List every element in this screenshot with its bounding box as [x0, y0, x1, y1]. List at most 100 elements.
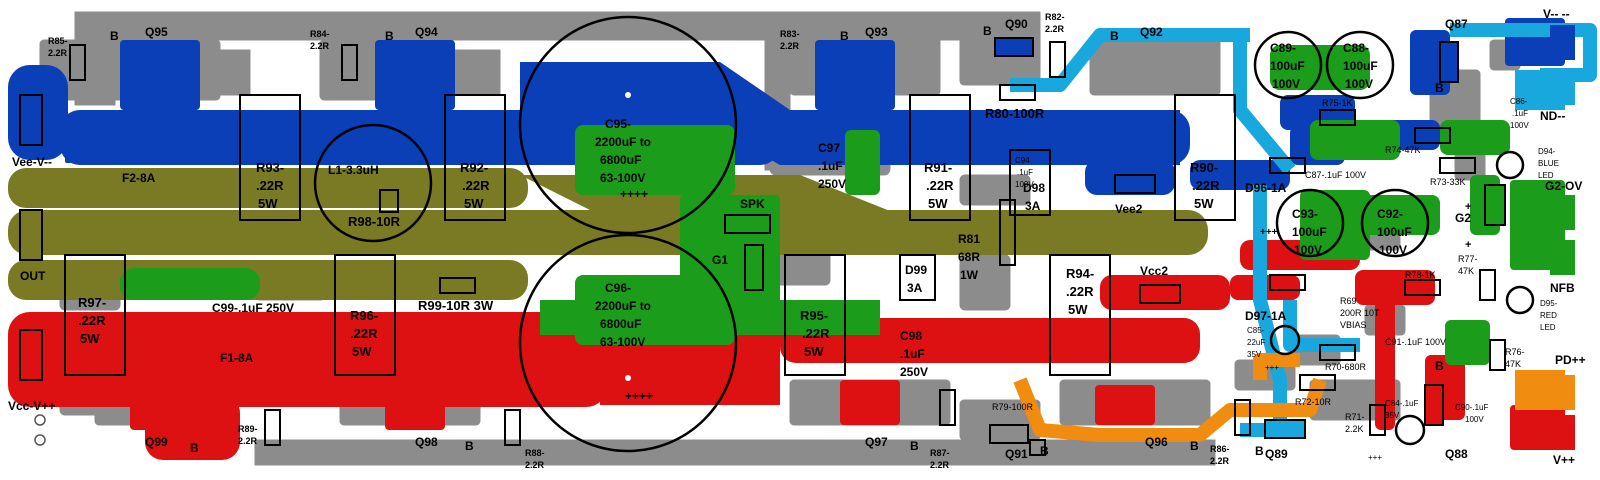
label-r91-a: R91-	[924, 160, 952, 175]
label-r77-a: R77-	[1458, 254, 1478, 264]
label-c89-a: C89-	[1270, 41, 1296, 55]
label-d98-b: 3A	[1025, 199, 1041, 213]
label-c96-b: 2200uF to	[595, 299, 651, 313]
label-r89-b: 2.2R	[238, 436, 258, 446]
label-r97-b: .22R	[78, 313, 106, 328]
label-c94-b: .1uF	[1017, 168, 1033, 177]
label-b-q99: B	[190, 441, 199, 455]
label-c96-a: C96-	[605, 281, 631, 295]
label-r79: R79-100R	[992, 402, 1034, 412]
label-b-q89: B	[1255, 444, 1264, 458]
label-r69-a: R69	[1340, 296, 1357, 306]
big-capacitors	[34, 15, 1535, 453]
label-d95-a: D95-	[1540, 299, 1558, 308]
label-r70: R70-680R	[1325, 362, 1367, 372]
label-c95-d: 63-100V	[600, 171, 645, 185]
orange-traces	[1013, 353, 1327, 442]
label-b-q87: B	[1435, 81, 1444, 95]
label-r81-a: R81	[958, 232, 980, 246]
label-r77-b: 47K	[1458, 266, 1474, 276]
label-r93-a: R93-	[256, 160, 284, 175]
label-r96-a: R96-	[350, 308, 378, 323]
label-q92: Q92	[1140, 25, 1163, 39]
label-g1: G1	[712, 253, 728, 267]
label-b-q97: B	[910, 439, 919, 453]
label-r89-a: R89-	[238, 424, 258, 434]
label-r88-a: R88-	[525, 448, 545, 458]
label-d99-b: 3A	[907, 281, 923, 295]
label-q94: Q94	[415, 25, 438, 39]
label-r92-b: .22R	[462, 178, 490, 193]
connector-pads	[19, 25, 1575, 450]
label-r78: R78-1K	[1405, 270, 1436, 280]
label-r69-b: 200R 10T	[1340, 308, 1380, 318]
label-v-plus: V++	[1553, 453, 1575, 467]
label-c92-plus: +	[1465, 201, 1471, 213]
label-q97: Q97	[865, 435, 888, 449]
label-c96-c: 6800uF	[600, 317, 641, 331]
label-c86-b: .1uF	[1512, 109, 1528, 118]
label-f2: F2-8A	[122, 171, 156, 185]
label-q93: Q93	[865, 25, 888, 39]
label-r90-c: 5W	[1194, 196, 1214, 211]
label-c92-b: 100uF	[1377, 225, 1412, 239]
label-r72: R72-10R	[1295, 397, 1332, 407]
label-r81-b: 68R	[958, 250, 980, 264]
label-c89-c: 100V	[1272, 77, 1300, 91]
label-c92-a: C92-	[1377, 207, 1403, 221]
label-pd: PD++	[1555, 353, 1586, 367]
label-r83-b: 2.2R	[780, 41, 800, 51]
label-b-q98: B	[465, 439, 474, 453]
label-c95-b: 2200uF to	[595, 135, 651, 149]
label-c98-c: 250V	[900, 365, 928, 379]
label-c98-b: .1uF	[900, 347, 925, 361]
label-vee2: Vee2	[1115, 202, 1143, 216]
label-r86-a: R86-	[1210, 444, 1230, 454]
label-nfb: NFB	[1550, 281, 1575, 295]
label-c85-plus: +++	[1265, 363, 1279, 372]
label-r71-b: 2.2K	[1345, 424, 1364, 434]
label-nd: ND--	[1540, 109, 1565, 123]
label-r82-b: 2.2R	[1045, 24, 1065, 34]
label-c86-c: 100V	[1510, 121, 1529, 130]
label-r95-b: .22R	[802, 326, 830, 341]
label-r95-c: 5W	[804, 344, 824, 359]
label-c88-c: 100V	[1345, 77, 1373, 91]
label-r83-a: R83-	[780, 29, 800, 39]
label-q91: Q91	[1005, 447, 1028, 461]
label-r97-a: R97-	[78, 295, 106, 310]
label-d94-c: LED	[1538, 171, 1554, 180]
label-b-q96: B	[1190, 439, 1199, 453]
resistor-outlines	[64, 41, 1506, 456]
label-c84-b: 35V	[1385, 411, 1400, 420]
label-b-q92: B	[1110, 29, 1119, 43]
label-r95-a: R95-	[800, 308, 828, 323]
label-f1: F1-8A	[220, 351, 254, 365]
label-c97-c: 250V	[818, 177, 846, 191]
label-g2-ov: G2-OV	[1545, 179, 1582, 193]
label-b-q95: B	[110, 29, 119, 43]
label-r85-b: 2.2R	[48, 48, 68, 58]
label-c85-b: 22uF	[1247, 338, 1265, 347]
label-q90: Q90	[1005, 17, 1028, 31]
label-c95-c: 6800uF	[600, 153, 641, 167]
label-c93-plus: +++	[1260, 227, 1278, 238]
label-r98: R98-10R	[348, 214, 401, 229]
label-r94-c: 5W	[1068, 302, 1088, 317]
label-r91-b: .22R	[926, 178, 954, 193]
label-r87-b: 2.2R	[930, 460, 950, 470]
label-b-q94: B	[385, 29, 394, 43]
label-r99: R99-10R 3W	[418, 298, 494, 313]
label-r86-b: 2.2R	[1210, 456, 1230, 466]
label-c97-b: .1uF	[818, 159, 843, 173]
label-r76-b: 47K	[1505, 359, 1521, 369]
label-q88: Q88	[1445, 447, 1468, 461]
label-g2: G2	[1455, 211, 1471, 225]
label-r85-a: R85-	[48, 36, 68, 46]
label-c93-c: 100V	[1294, 243, 1322, 257]
label-c87: C87-.1uF 100V	[1305, 170, 1366, 180]
label-d98-a: D98	[1023, 181, 1045, 195]
label-c93-b: 100uF	[1292, 225, 1327, 239]
label-c89-b: 100uF	[1270, 59, 1305, 73]
